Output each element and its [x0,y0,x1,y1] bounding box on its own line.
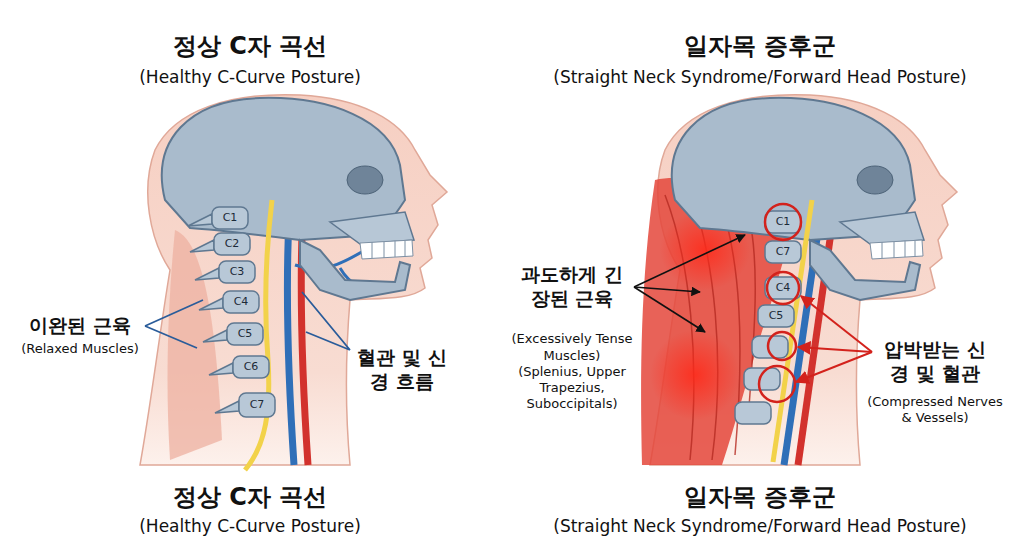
vertebra [239,393,275,417]
compression-circle [767,272,799,304]
vertebra [212,207,248,229]
vertebra-label: C1 [776,215,791,229]
vertebra [233,356,269,378]
vertebra-label: C5 [238,327,253,341]
vertebra-label: C5 [769,309,784,323]
vertebra [744,368,780,390]
right-vertebrae [735,211,801,424]
vertebra [227,323,263,345]
vertebra-label: C4 [234,295,249,309]
compression-circle [765,204,801,240]
callout-label: 과도하게 긴장된 근육 [515,263,630,311]
vertebra [214,233,250,255]
leader-line [634,287,700,292]
vertebra-label: C1 [223,211,238,225]
leader-arrow [798,347,872,352]
callout-note: (Relaxed Muscles) [21,341,139,357]
panel-title: 일자목 증후군 [684,482,836,512]
left-skin [140,95,447,465]
panel-title: 정상 C자 곡선 [173,482,327,512]
compression-circles [759,204,801,402]
leader-line [302,292,350,350]
vertebra-label: C7 [250,398,265,412]
callout-label: 압박받는 신경 및 혈관 [875,338,995,386]
tension-glow [650,330,740,420]
left-vertebrae [188,207,275,417]
vertebra-label: C3 [230,265,245,279]
panel-title: 일자목 증후군 [684,31,836,61]
panel-subtitle: (Straight Neck Syndrome/Forward Head Pos… [553,67,966,88]
callout-note: (Excessively Tense Muscles) (Splenius, U… [511,331,633,412]
vertebra-label: C6 [244,360,259,374]
relaxed-muscle [168,230,222,460]
callout-note: (Compressed Nerves & Vessels) [865,394,1005,427]
vertebra [765,211,801,233]
panel-subtitle: (Healthy C-Curve Posture) [139,516,361,537]
leader-line [634,235,745,287]
callout-label: 혈관 및 신경 흐름 [352,346,452,394]
leader-arrow [801,296,872,352]
vertebra-label: C2 [225,237,240,251]
vertebra [735,402,771,424]
right-skin [650,95,957,465]
leader-line [634,287,705,332]
vertebra [765,241,801,263]
vertebra-label: C7 [776,245,791,259]
panel-subtitle: (Healthy C-Curve Posture) [139,67,361,88]
right-skull [672,98,924,300]
leader-line [145,300,203,348]
vertebra [758,305,794,327]
compression-circle [759,366,795,402]
left-skull [162,98,414,300]
leader-arrow [796,352,872,382]
vertebra-label: C4 [776,281,791,295]
vertebra [223,291,259,313]
compression-circle [768,332,796,360]
callout-label: 이완된 근육 [29,314,131,338]
panel-subtitle: (Straight Neck Syndrome/Forward Head Pos… [553,516,966,537]
panel-title: 정상 C자 곡선 [173,31,327,61]
vertebra [219,261,255,283]
